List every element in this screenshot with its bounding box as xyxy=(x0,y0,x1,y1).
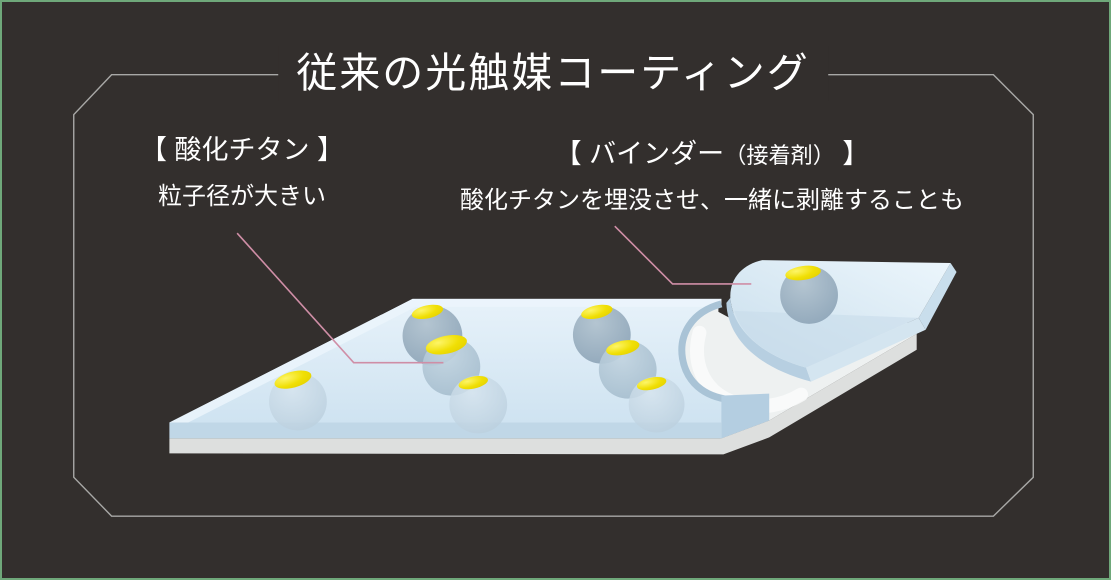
titanium-particle xyxy=(449,375,508,434)
titanium-particles xyxy=(269,304,685,434)
substrate-front-face xyxy=(169,333,917,455)
label-titanium-heading: 【 酸化チタン 】 xyxy=(139,135,344,165)
frame-border xyxy=(73,74,1034,517)
coating-cut-bevel xyxy=(678,300,730,404)
label-titanium: 【 酸化チタン 】 粒子径が大きい xyxy=(77,134,407,212)
label-titanium-description: 粒子径が大きい xyxy=(158,182,326,210)
label-binder-heading-main: 【 バインダー xyxy=(554,139,725,169)
titanium-particle-on-binder xyxy=(780,265,838,324)
peel-left-edge-face xyxy=(726,297,812,382)
titanium-particle xyxy=(628,376,685,433)
peel-right-edge-face xyxy=(918,263,957,330)
page-title: 従来の光触媒コーティング xyxy=(278,46,828,102)
label-binder-heading-paren: （接着剤） xyxy=(724,143,835,168)
peel-top-shade xyxy=(734,310,919,368)
leader-line-binder xyxy=(614,225,752,285)
peel-lower-edge-face xyxy=(806,317,926,382)
label-binder-description: 酸化チタンを埋没させ、一緒に剥離することも xyxy=(460,186,964,214)
label-binder: 【 バインダー（接着剤） 】 酸化チタンを埋没させ、一緒に剥離することも xyxy=(427,138,997,216)
titanium-particle xyxy=(269,370,327,431)
label-binder-heading: 【 バインダー（接着剤） 】 xyxy=(427,138,997,172)
coating-cut-face xyxy=(721,393,770,439)
leader-line-titanium xyxy=(236,232,444,364)
peeled-binder-piece xyxy=(726,260,957,382)
label-binder-heading-close: 】 xyxy=(834,139,870,169)
